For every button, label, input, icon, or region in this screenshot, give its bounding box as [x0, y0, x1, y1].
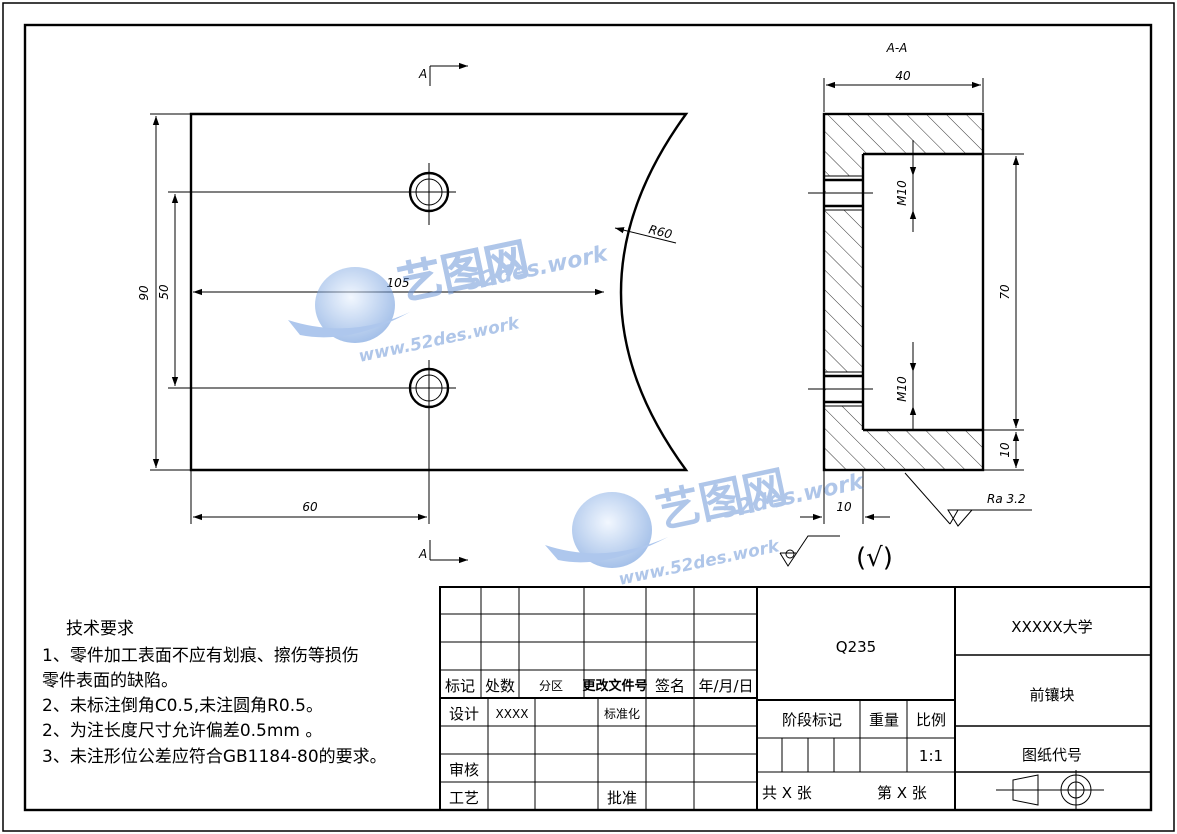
section-title: A-A: [886, 41, 908, 55]
dim-r60: R60: [647, 222, 674, 241]
part-name: 前镶块: [1029, 686, 1074, 704]
front-view: 90 50 105 60 R60 A A: [137, 62, 689, 564]
drawing-no-label: 图纸代号: [1022, 746, 1082, 764]
watermark-2: 艺图网 52des.work www.52des.work: [545, 461, 867, 590]
title-block: 标记 处数 分区 更改文件号 签名 年/月/日 设计 XXXX 标准化 审核 工…: [439, 586, 1152, 811]
hdr-zone: 分区: [539, 679, 563, 693]
dim-10-right: 10: [998, 442, 1012, 458]
hdr-date: 年/月/日: [698, 677, 753, 695]
tech-item-1: 1、零件加工表面不应有划痕、擦伤等损伤: [42, 646, 359, 666]
dim-40: 40: [895, 69, 911, 83]
hdr-mark: 标记: [445, 677, 475, 695]
roughness-value: Ra 3.2: [987, 492, 1026, 506]
tech-item-3: 2、为注长度尺寸允许偏差0.5mm 。: [42, 721, 322, 741]
design-label: 设计: [449, 705, 479, 723]
svg-text:A: A: [418, 67, 427, 81]
other-surfaces-text: (√): [856, 543, 893, 573]
dim-60: 60: [302, 500, 318, 514]
thread-m10-bottom: M10: [895, 376, 909, 402]
front-view-outline: [189, 112, 689, 472]
tech-item-1b: 零件表面的缺陷。: [42, 671, 178, 691]
thread-m10-top: M10: [895, 180, 909, 206]
hdr-signature: 签名: [655, 677, 685, 695]
dim-70: 70: [998, 284, 1012, 300]
dim-105: 105: [387, 276, 410, 290]
design-value: XXXX: [496, 707, 529, 721]
tech-item-4: 3、未注形位公差应符合GB1184-80的要求。: [42, 747, 387, 767]
material: Q235: [836, 638, 876, 656]
sheets-total: 共 X 张: [762, 784, 812, 802]
section-mark-top: A: [418, 62, 468, 86]
scale-label: 比例: [916, 711, 946, 729]
tech-item-2: 2、未标注倒角C0.5,未注圆角R0.5。: [42, 696, 323, 716]
roughness-symbol: Ra 3.2: [904, 472, 1032, 527]
other-surfaces-mark: (√): [779, 535, 893, 573]
section-view: A-A 40 M10 M10: [779, 41, 1032, 573]
tech-heading: 技术要求: [66, 619, 134, 639]
standardize-label: 标准化: [604, 707, 640, 721]
dim-10-bottom: 10: [836, 500, 852, 514]
dim-90: 90: [137, 285, 151, 301]
section-mark-bottom: A: [418, 540, 468, 564]
dim-50: 50: [157, 284, 171, 300]
tech-requirements: 技术要求 1、零件加工表面不应有划痕、擦伤等损伤 零件表面的缺陷。 2、未标注倒…: [42, 619, 387, 767]
scale-value: 1:1: [919, 747, 943, 765]
projection-symbol-icon: [996, 770, 1104, 810]
hatched-material: [824, 114, 983, 470]
stage-label: 阶段标记: [782, 711, 842, 729]
watermark-1: 艺图网 52des.work www.52des.work: [288, 233, 611, 367]
hdr-count: 处数: [485, 677, 515, 695]
hdr-change-doc: 更改文件号: [582, 678, 647, 694]
sheet-number: 第 X 张: [877, 784, 927, 802]
approve-label: 批准: [607, 789, 637, 807]
weight-label: 重量: [869, 711, 899, 729]
process-label: 工艺: [449, 789, 479, 807]
check-label: 审核: [449, 761, 479, 779]
school-name: XXXXX大学: [1011, 618, 1092, 636]
svg-text:A: A: [418, 547, 427, 561]
